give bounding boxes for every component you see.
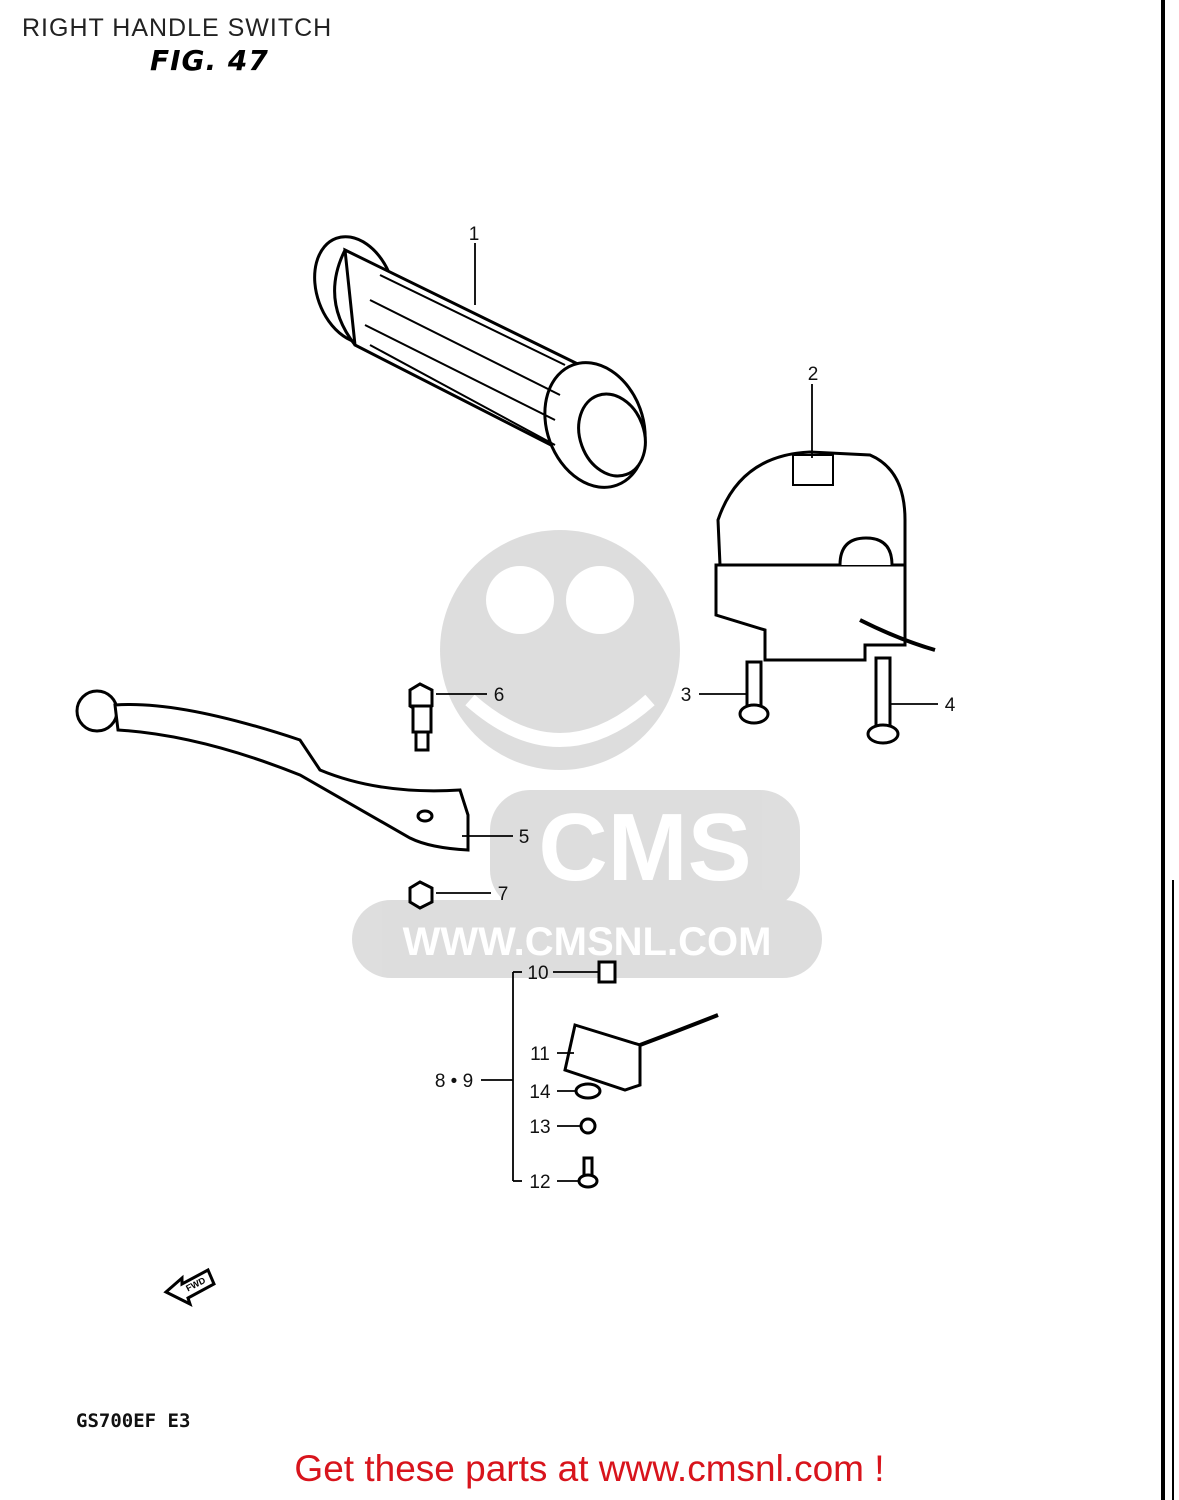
throttle-grip bbox=[313, 235, 647, 489]
forward-arrow-icon: FWD bbox=[163, 1267, 216, 1307]
lever-nut bbox=[408, 880, 434, 910]
page-border bbox=[1161, 0, 1174, 1500]
callout-2: 2 bbox=[808, 364, 819, 385]
stop-switch-assembly bbox=[563, 960, 719, 1189]
switch-housing bbox=[714, 450, 936, 662]
figure-label: FIG. 47 bbox=[150, 44, 269, 77]
callout-4: 4 bbox=[945, 695, 956, 716]
callout-3: 3 bbox=[681, 685, 692, 706]
callout-11: 11 bbox=[530, 1044, 550, 1065]
footer-parts-link[interactable]: Get these parts at www.cmsnl.com ! bbox=[294, 1448, 885, 1489]
model-code: GS700EF E3 bbox=[76, 1410, 191, 1432]
screw-3 bbox=[738, 660, 770, 725]
cms-watermark: CMS WWW.CMSNL.COM bbox=[352, 530, 822, 978]
watermark-url-text: WWW.CMSNL.COM bbox=[403, 920, 772, 964]
callout-13: 13 bbox=[529, 1117, 550, 1138]
callout-10: 10 bbox=[527, 963, 548, 984]
leader-lines bbox=[436, 243, 938, 1182]
callout-8-9: 8 • 9 bbox=[435, 1071, 473, 1092]
pivot-bolt bbox=[408, 682, 434, 752]
page-title: RIGHT HANDLE SWITCH bbox=[22, 14, 333, 42]
callout-14: 14 bbox=[529, 1082, 551, 1103]
screw-4 bbox=[866, 656, 900, 745]
callout-5: 5 bbox=[519, 827, 530, 848]
callout-1: 1 bbox=[469, 224, 480, 245]
callout-7: 7 bbox=[498, 884, 509, 905]
callout-12: 12 bbox=[529, 1172, 550, 1193]
callout-6: 6 bbox=[494, 685, 505, 706]
brake-lever bbox=[75, 689, 470, 852]
watermark-logo-text: CMS bbox=[538, 794, 751, 901]
